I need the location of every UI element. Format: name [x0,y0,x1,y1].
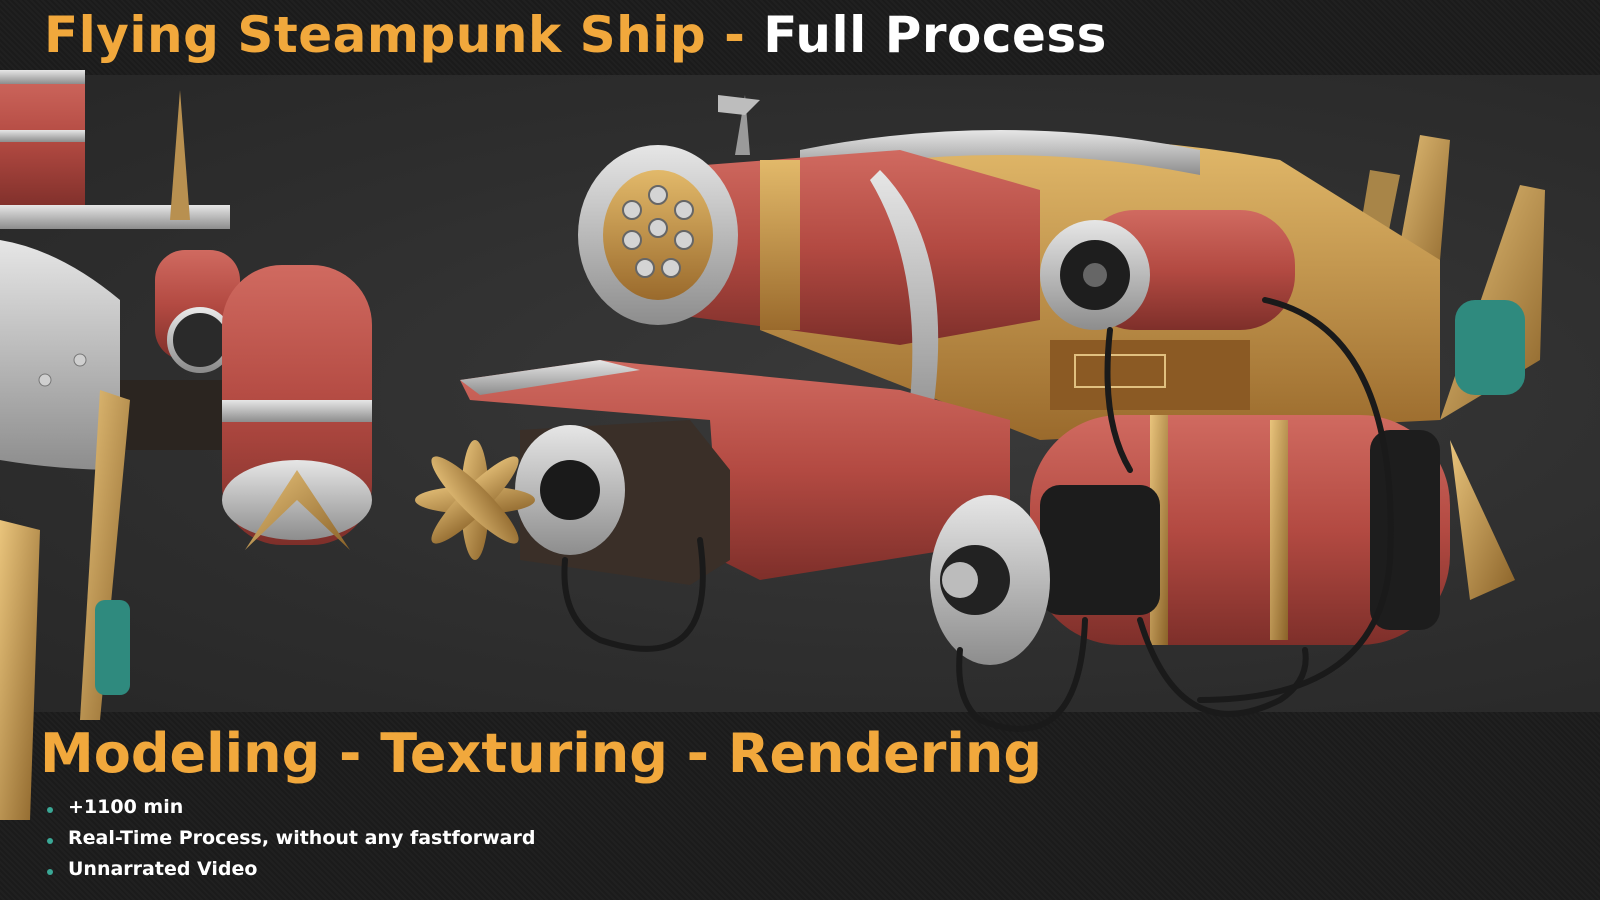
bullet-dot-icon [47,807,53,813]
list-item: Real-Time Process, without any fastforwa… [44,824,535,855]
bullet-dot-icon [47,869,53,875]
main-ship-view [415,95,1545,732]
left-ship-view [0,70,372,820]
footer-band [0,712,1600,900]
title-highlight: Full Process [763,6,1107,64]
list-item-text: Unnarrated Video [68,858,258,880]
list-item: +1100 min [44,793,535,824]
feature-list: +1100 min Real-Time Process, without any… [44,793,535,886]
page-title: Flying Steampunk Ship - Full Process [44,6,1107,64]
bullet-dot-icon [47,838,53,844]
header-band [0,0,1600,75]
list-item: Unnarrated Video [44,855,535,886]
title-accent: Flying Steampunk Ship - [44,6,746,64]
subtitle: Modeling - Texturing - Rendering [40,722,1043,785]
list-item-text: Real-Time Process, without any fastforwa… [68,827,536,849]
list-item-text: +1100 min [68,796,184,818]
